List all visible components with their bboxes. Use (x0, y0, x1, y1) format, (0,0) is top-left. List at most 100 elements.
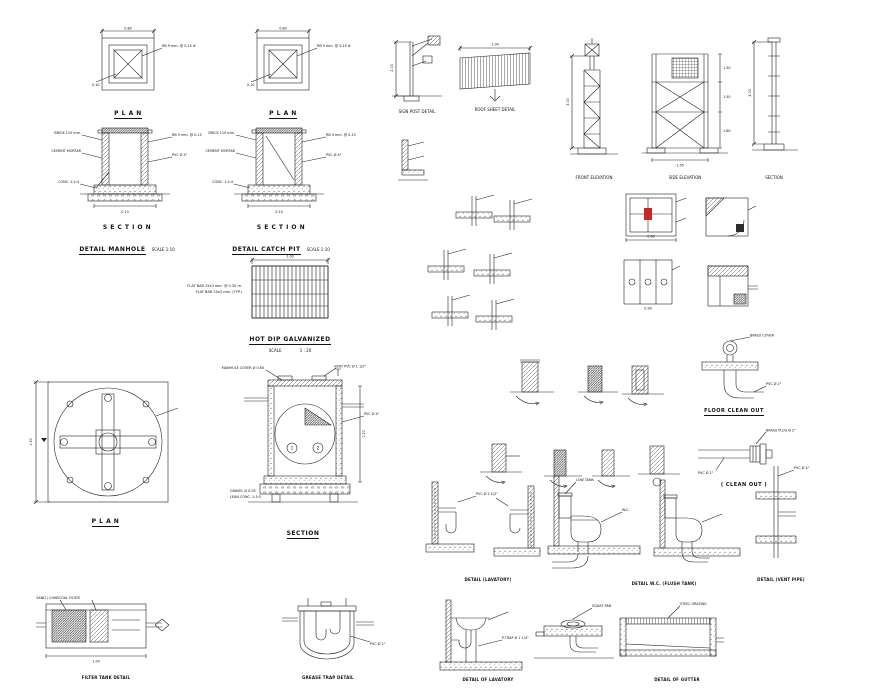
floor-clean-out-drawing: BRASS COVER PVC Ø 2" (701, 334, 782, 399)
note-mortar: CEMENT MORTAR (52, 149, 82, 153)
detail-title-row: DETAIL CATCH PIT SCALE 1:10 (214, 236, 348, 255)
squat-pan-detail: SQUAT PAN (534, 600, 618, 672)
fixture-caption-1: DETAIL (LAVATORY) (464, 577, 512, 582)
wall-section-detail-1 (508, 356, 558, 408)
grating-note-2: FLAT BAR 25x3 mm. (TYP.) (195, 290, 242, 295)
tower-front-elevation: 3.00 FRONT ELEVATION (566, 36, 622, 186)
dim-label: 1.50 (676, 164, 684, 168)
note-conc: CONC. 1:2:4 (58, 180, 79, 184)
dim-label: 1.50 (723, 66, 731, 70)
tower-side-drawing: 1.50 1.50 1.80 1.50 (642, 53, 731, 168)
detail-title: DETAIL CATCH PIT (232, 246, 301, 255)
wall-section-drawing (544, 449, 582, 489)
rebar-note: RB 9 mm. @ 0.15 # (162, 44, 196, 48)
tank-section-caption-text: SECTION (286, 530, 320, 539)
room-plan-drawing (707, 265, 758, 307)
roof-sheet-caption: ROOF SHEET DETAIL (474, 107, 516, 112)
grating-detail: 1.00 HOT DIP GALVANIZED SCALE 1 : 20 (246, 255, 334, 353)
tower-front-drawing: 3.00 (566, 38, 618, 155)
clean-out-drawing: BRASS PLUG Ø 2" PVC Ø 2" (698, 427, 796, 475)
pipe-sleeve-detail-1 (452, 192, 500, 232)
pipe-sleeve-drawing (475, 298, 515, 330)
gutter-detail: STEEL GRATING (618, 600, 726, 670)
fixture-section-1: PVC Ø 1 1/2" (422, 478, 498, 570)
plan-caption: P L A N (243, 110, 323, 119)
room-plan-drawing (705, 197, 757, 237)
dim-label: 0.90 (644, 307, 652, 311)
bottom-caption-1: DETAIL OF LAVATORY (462, 677, 514, 682)
note-brick: BRICK 110 mm. (54, 131, 81, 135)
vent-pipe-drawing: PVC Ø 4" (755, 465, 810, 558)
grease-trap-detail: PVC Ø 2" GREASE TRAP DETAIL (278, 596, 386, 688)
filter-note: SAND / CHARCOAL FILTER (36, 596, 80, 600)
tower-front-caption: FRONT ELEVATION (575, 175, 613, 180)
clean-out-caption: ( CLEAN OUT ) (720, 482, 768, 488)
detail-scale: SCALE 1:10 (151, 247, 175, 252)
note-conc: CONC. 1:2:4 (212, 180, 233, 184)
manhole-section-2: BRICK 110 mm. CEMENT MORTAR CONC. 1:2:4 … (206, 122, 356, 255)
note-cover: MANHOLE COVER Ø 0.60 (222, 365, 264, 370)
wall-section-detail-7 (636, 440, 682, 494)
filter-caption: FILTER TANK DETAIL (81, 675, 131, 680)
clean-out-detail: BRASS PLUG Ø 2" PVC Ø 2" ( CLEAN OUT ) (694, 427, 796, 498)
room-plan-drawing: 0.60 (625, 193, 687, 242)
tower-side-elevation: 1.50 1.50 1.80 1.50 SIDE ELEVATION (642, 48, 734, 186)
dim-label: 0.80 (279, 27, 287, 31)
dim-label: 2.00 (390, 64, 394, 72)
note-rebar: RB 9 mm. @ 0.15 (172, 133, 202, 137)
fixture-section-4 (652, 478, 744, 568)
pipe-sleeve-detail-6 (472, 296, 520, 336)
grease-trap-drawing: PVC Ø 2" (282, 598, 386, 660)
dim-label: 1.00 (491, 43, 499, 47)
wall-section-detail-4 (478, 436, 524, 492)
floor-clean-out-caption: FLOOR CLEAN OUT (689, 408, 779, 416)
room-plan-detail-4 (700, 258, 758, 312)
detail-title: DETAIL MANHOLE (79, 246, 146, 255)
fixture-note: PVC Ø 1 1/2" (476, 491, 498, 496)
room-plan-detail-3: 0.90 (616, 252, 682, 311)
pipe-sleeve-detail-5 (428, 292, 476, 332)
manhole-plan-drawing: 0.80 RB 9 mm. @ 0.15 # 0.10 (247, 27, 351, 91)
lavatory-detail: P-TRAP Ø 1 1/4" (438, 598, 529, 672)
post-caption: SIGN POST DETAIL (398, 109, 436, 114)
sign-post-detail: 2.00 SIGN POST DETAIL (388, 34, 446, 122)
sign-post-drawing: 2.00 (390, 35, 442, 102)
septic-tank-section: MANHOLE COVER Ø 0.60 VENT PVC Ø 1 1/2" P… (222, 363, 380, 544)
tank-plan-drawing: 1.50 (29, 379, 179, 505)
gutter-drawing: STEEL GRATING (619, 602, 724, 657)
lavatory-drawing: P-TRAP Ø 1 1/4" (439, 599, 529, 671)
wall-section-detail-3 (620, 360, 666, 410)
co-note-pipe: PVC Ø 2" (698, 470, 714, 475)
note-gravel: GRAVEL Ø 0.05 (230, 488, 256, 493)
grating-drawing: 1.00 (249, 255, 331, 319)
chamber-number-2: 2 (317, 446, 320, 451)
wall-section-drawing (622, 365, 664, 407)
grating-scale-value: 1 : 20 (299, 348, 312, 353)
room-plan-detail-2 (698, 190, 758, 242)
wall-section-drawing (480, 443, 522, 485)
tank-plan-caption: P L A N (28, 518, 183, 527)
note-brick: BRICK 110 mm. (208, 131, 235, 135)
septic-tank-plan: 1.50 P L A N (28, 376, 183, 528)
pipe-sleeve-drawing (455, 194, 495, 226)
grating-title: HOT DIP GALVANIZED (249, 336, 331, 345)
water-closet-drawing: LOW TANK W.C. (547, 475, 641, 569)
pipe-sleeve-drawing (431, 294, 471, 326)
bracket-drawing (398, 139, 428, 181)
grating-notes: FLAT BAR 25x3 mm. @ 0.30 m. FLAT BAR 25x… (186, 283, 242, 296)
fixture-section-3: LOW TANK W.C. (546, 474, 646, 569)
dim-label: 0.10 (121, 210, 129, 214)
grease-caption: GREASE TRAP DETAIL (302, 675, 354, 680)
trap-note: P-TRAP Ø 1 1/4" (502, 635, 529, 640)
pipe-sleeve-detail-2 (490, 196, 538, 236)
note-pvc: PVC Ø 4" (172, 152, 188, 157)
dim-label: 1.00 (286, 255, 294, 259)
note-leanconc: LEAN CONC. 1:3:5 (230, 495, 261, 499)
water-closet-drawing (653, 479, 741, 563)
wall-section-drawing (510, 359, 554, 406)
squat-pan-drawing: SQUAT PAN (534, 604, 614, 659)
section-caption: S E C T I O N (256, 224, 306, 231)
manhole-section-1: BRICK 110 mm. CEMENT MORTAR CONC. 1:2:4 … (52, 122, 202, 255)
wall-note: 0.10 (92, 83, 100, 87)
tank-plan-caption-text: P L A N (91, 518, 120, 527)
